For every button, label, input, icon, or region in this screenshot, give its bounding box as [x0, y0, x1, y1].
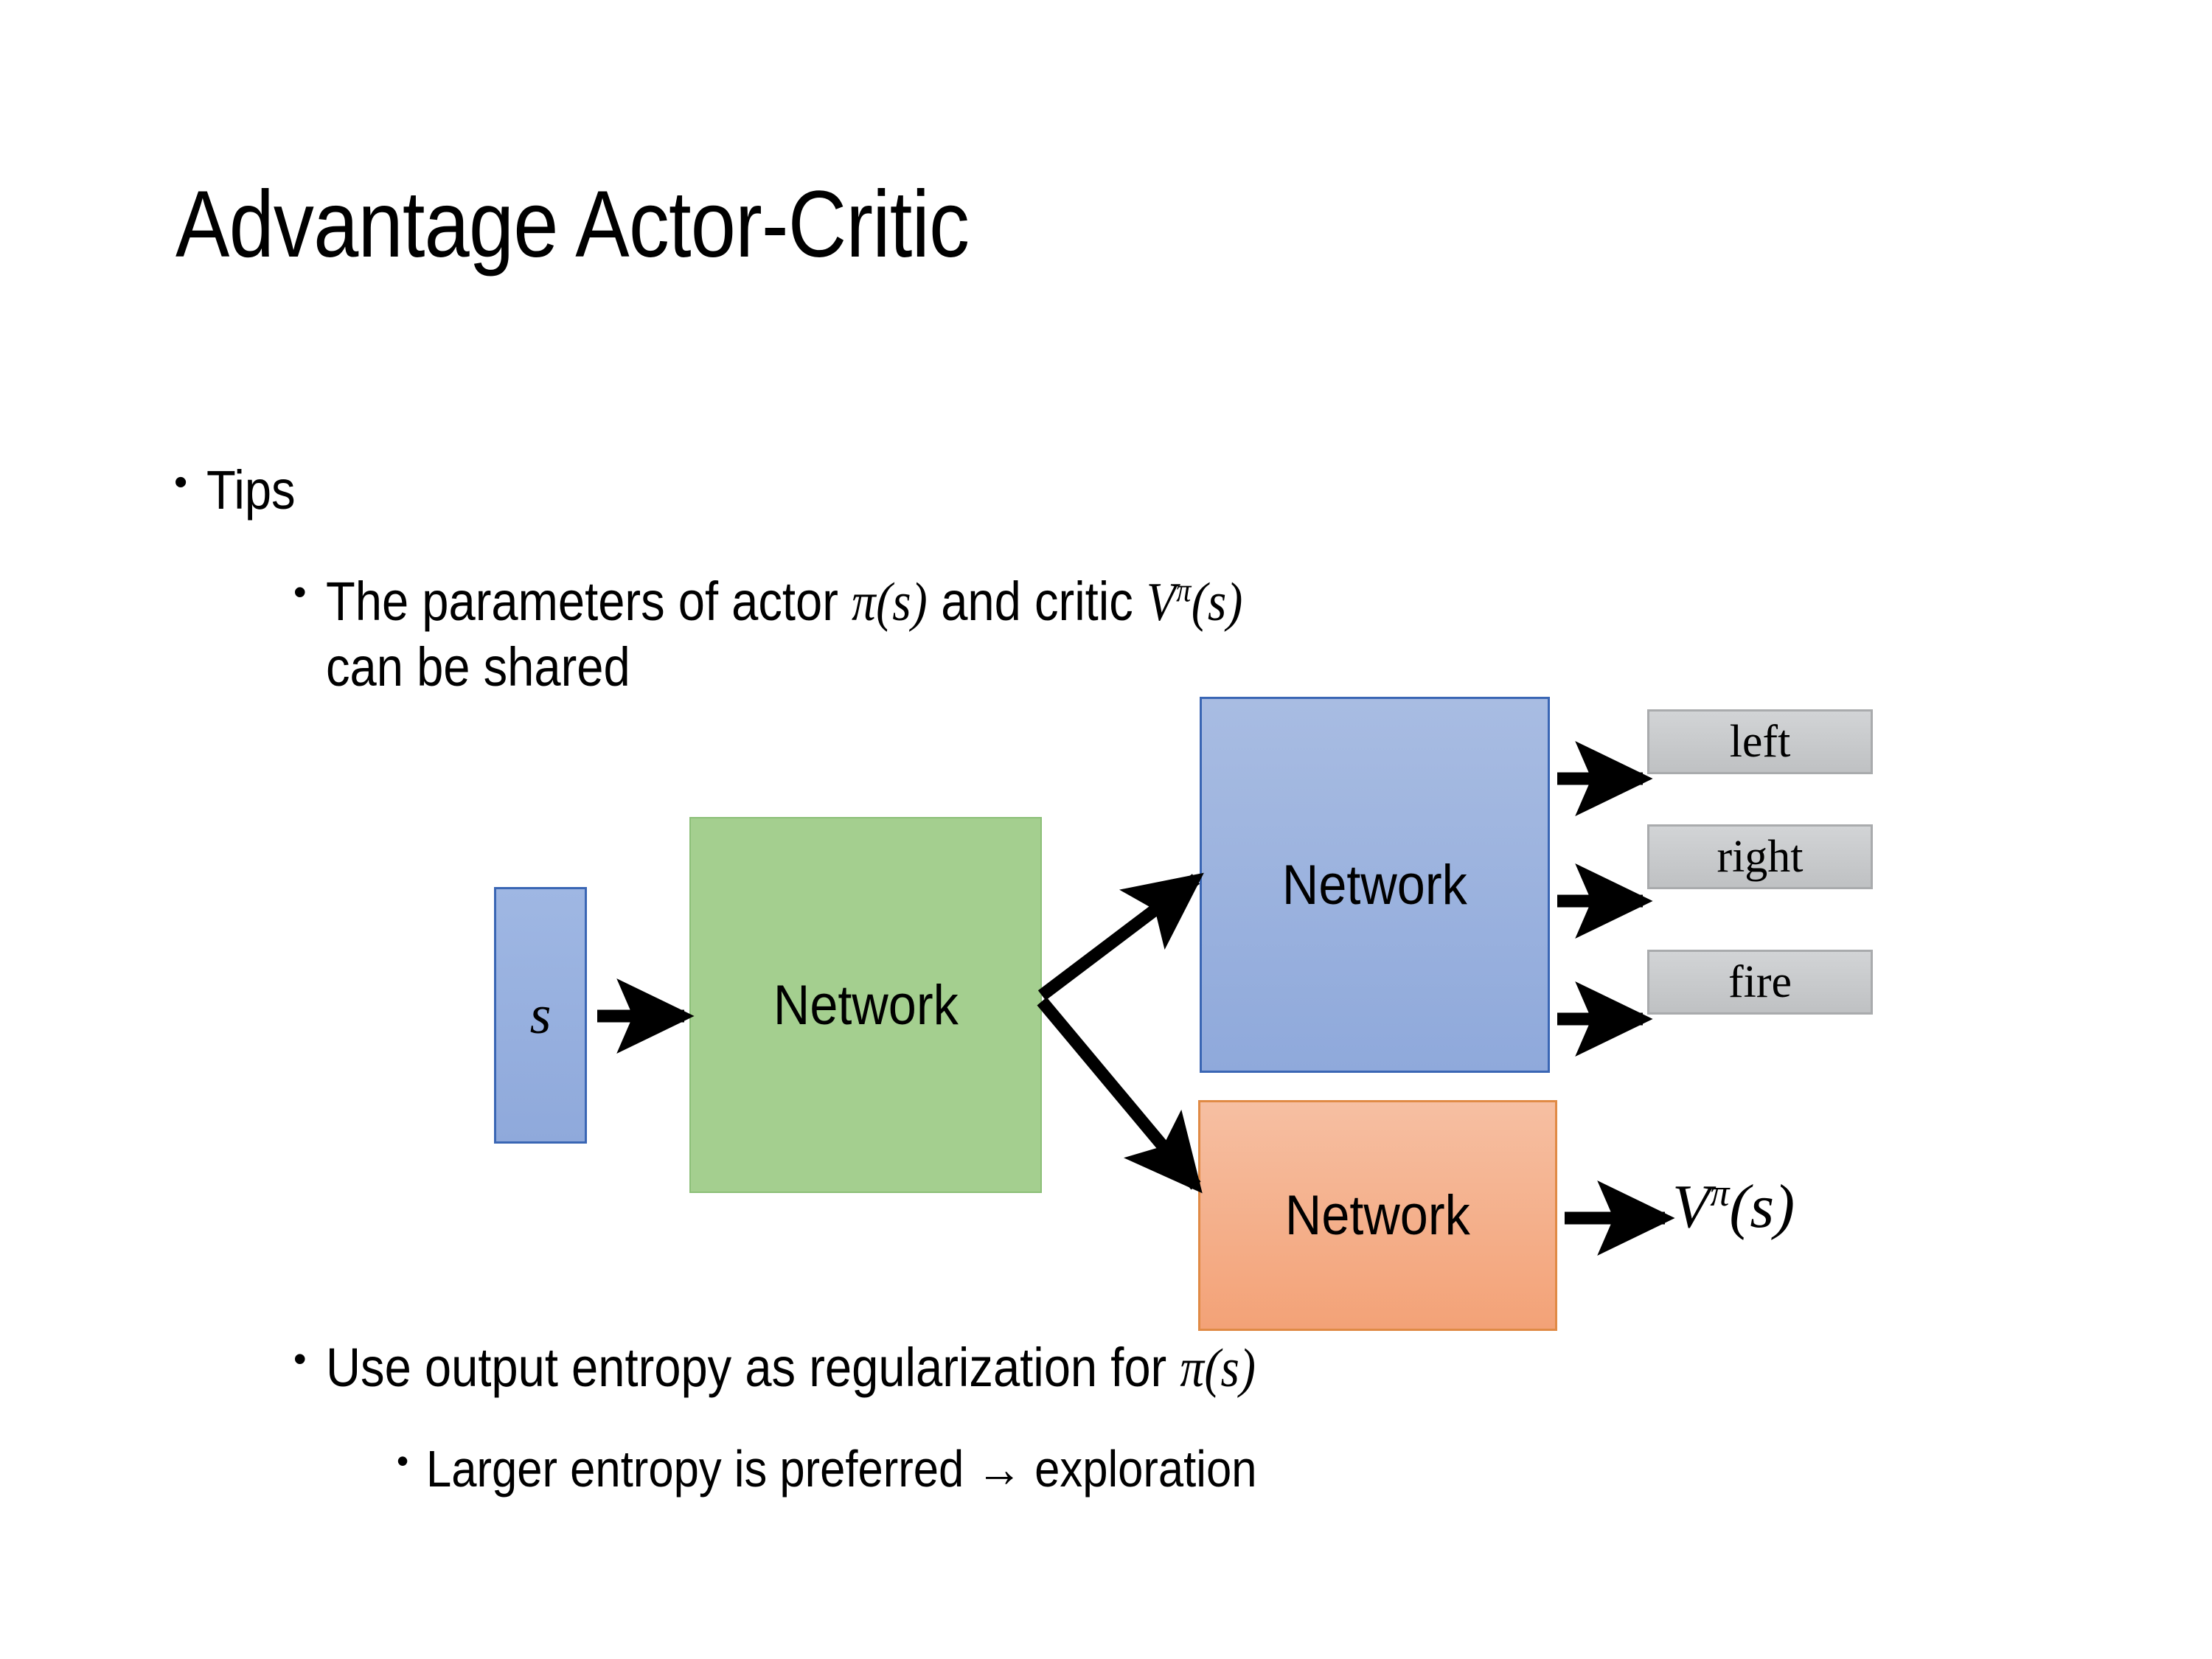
bullet-larger-entropy-label: Larger entropy is preferred → exploratio… [426, 1440, 1257, 1498]
page-title: Advantage Actor-Critic [175, 172, 970, 277]
diagram-action-output-fire: fire [1647, 950, 1873, 1015]
diagram-action-output-fire-label: fire [1728, 956, 1792, 1007]
diagram-shared-network-box: Network [689, 817, 1042, 1193]
diagram-input-state-box: s [494, 887, 587, 1144]
bullet-larger-entropy: • Larger entropy is preferred → explorat… [397, 1439, 1370, 1498]
diagram-actor-network-box: Network [1200, 697, 1550, 1073]
bullet-shared-parameters: • The parameters of actor π(s) and criti… [293, 569, 1690, 700]
entropy-text-before: Use output entropy as regularization for [325, 1337, 1180, 1398]
value-symbol-v-pi-of-s: Vπ(s) [1146, 572, 1242, 633]
diagram-input-state-label: s [529, 984, 552, 1046]
diagram-action-output-right-label: right [1717, 831, 1804, 882]
diagram-critic-network-box: Network [1198, 1100, 1557, 1331]
diagram-action-output-left: left [1647, 709, 1873, 774]
bullet-marker-icon: • [397, 1441, 409, 1480]
v-letter: V [1146, 572, 1176, 633]
diagram-value-output-label: Vπ(s) [1672, 1171, 1795, 1242]
diagram-actor-network-label: Network [1282, 853, 1467, 917]
bullet-shared-parameters-label: The parameters of actor π(s) and critic … [326, 569, 1526, 700]
bullet-entropy-label: Use output entropy as regularization for… [326, 1336, 1256, 1400]
bullet-marker-icon: • [293, 1338, 307, 1380]
diagram-shared-network-label: Network [773, 973, 959, 1037]
parameters-text-middle: and critic [927, 571, 1147, 632]
parameters-text-before: The parameters of actor [325, 571, 852, 632]
value-output-v-letter: V [1672, 1172, 1711, 1241]
bullet-tips-label: Tips [206, 459, 296, 521]
diagram-action-output-left-label: left [1729, 716, 1791, 767]
bullet-entropy-regularization: • Use output entropy as regularization f… [293, 1336, 1382, 1400]
bullet-marker-icon: • [293, 571, 307, 613]
bullet-tips: • Tips [174, 459, 307, 521]
diagram-critic-network-label: Network [1285, 1184, 1470, 1247]
v-argument: (s) [1191, 572, 1243, 633]
arrow-shared-network-to-actor-network [1037, 872, 1204, 1001]
value-output-pi-superscript: π [1710, 1172, 1730, 1214]
diagram-action-output-right: right [1647, 824, 1873, 889]
parameters-line2: can be shared [325, 636, 630, 698]
value-output-argument: (s) [1729, 1172, 1795, 1241]
policy-symbol-pi-of-s: π(s) [851, 572, 928, 633]
bullet-marker-icon: • [174, 461, 188, 504]
arrow-shared-network-to-critic-network [1037, 997, 1203, 1194]
policy-symbol-pi-of-s: π(s) [1179, 1338, 1256, 1399]
pi-superscript: π [1175, 571, 1192, 609]
